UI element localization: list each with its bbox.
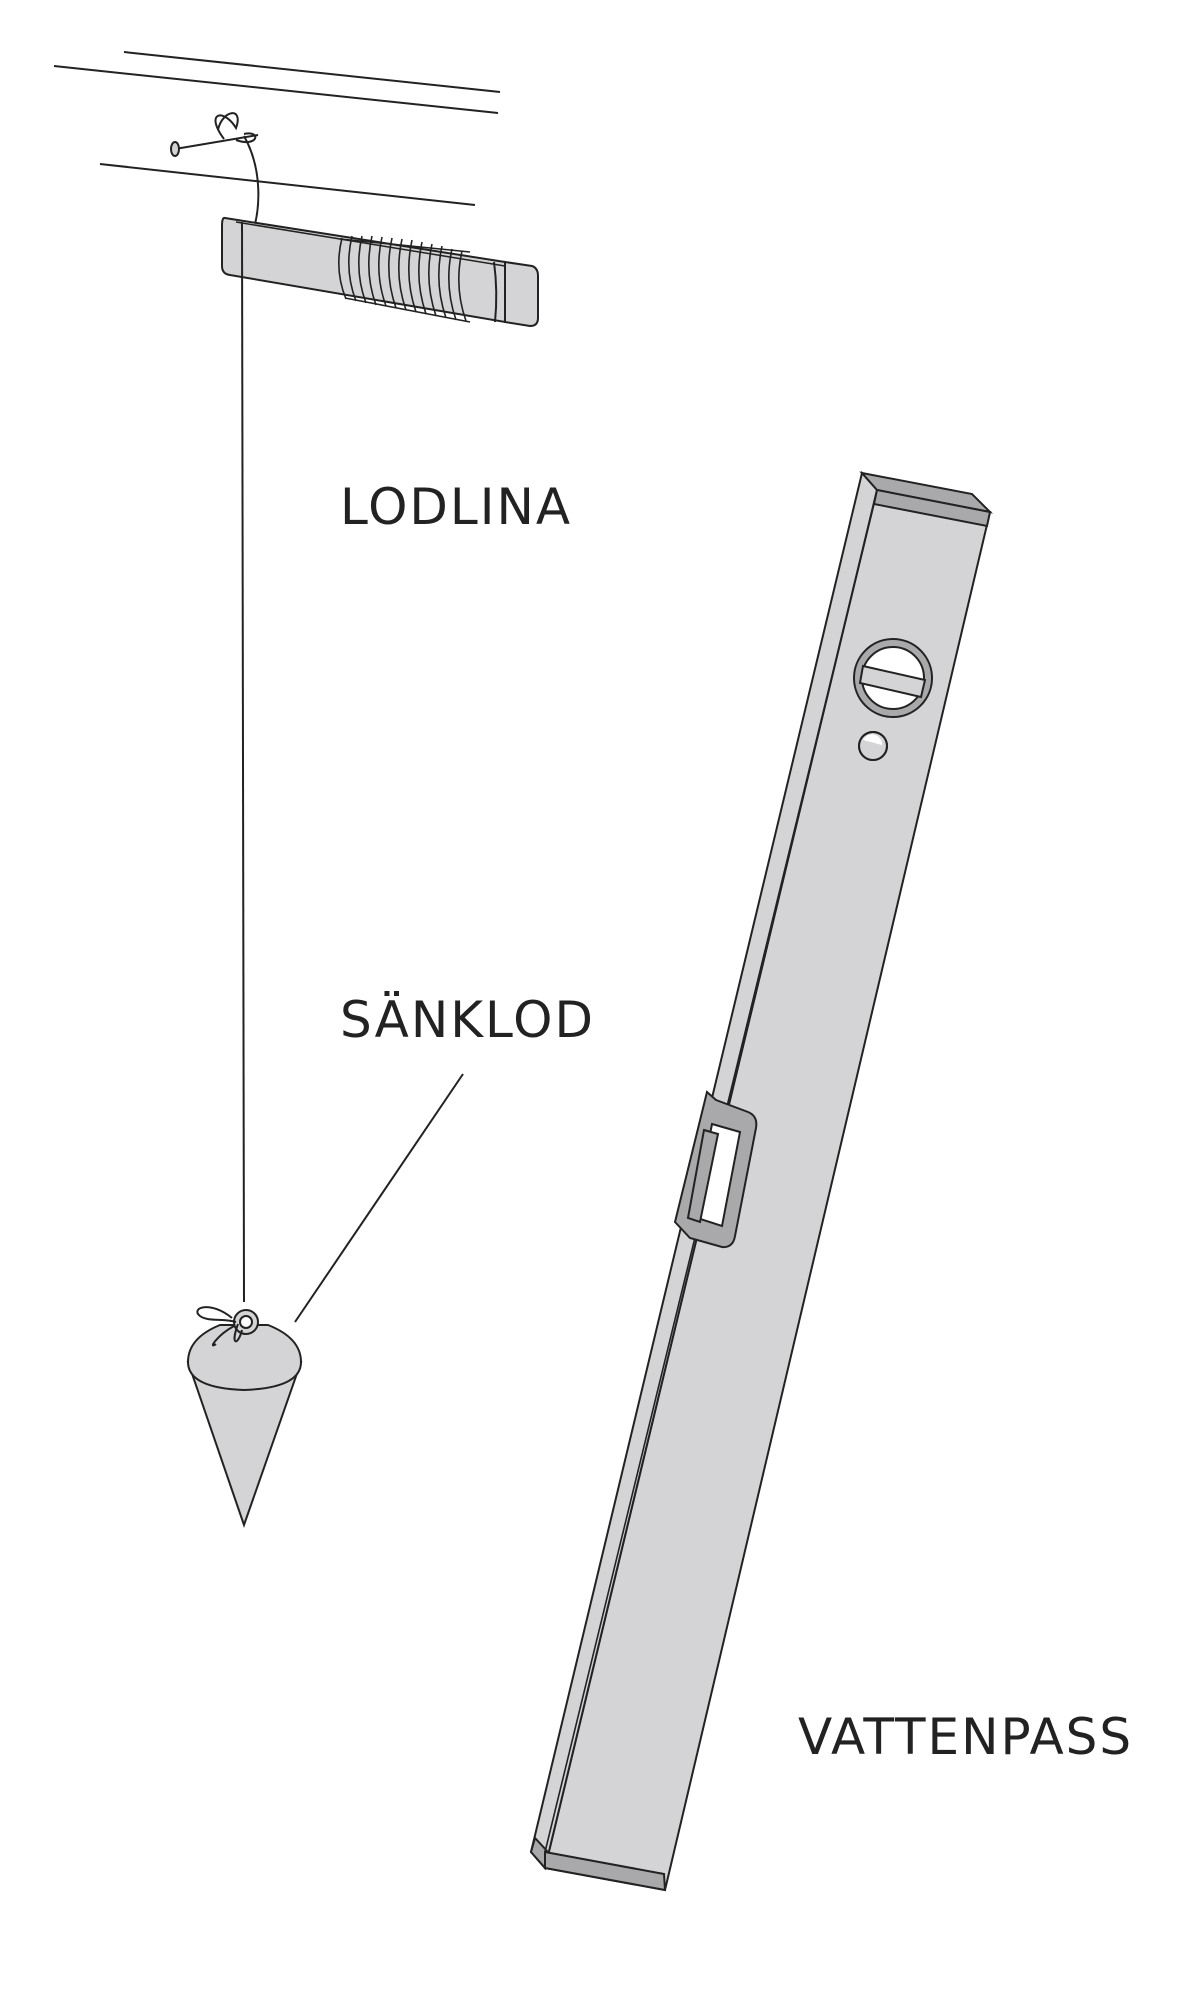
plumb-bob-label: SÄNKLOD xyxy=(340,991,595,1049)
plumb-string xyxy=(241,221,245,1303)
hanging-hole xyxy=(858,731,888,761)
plumb-bob-leader xyxy=(294,1073,464,1323)
ceiling-lines xyxy=(53,51,501,206)
plumb-line-label: LODLINA xyxy=(340,478,573,536)
level-vial-top xyxy=(853,638,933,718)
wound-string xyxy=(338,235,471,323)
level-vial-middle xyxy=(673,1090,758,1249)
spirit-level xyxy=(529,470,994,1892)
plumb-bob xyxy=(186,1306,303,1529)
plumb-line-reel xyxy=(221,216,539,328)
spirit-level-label: VATTENPASS xyxy=(798,1708,1134,1766)
